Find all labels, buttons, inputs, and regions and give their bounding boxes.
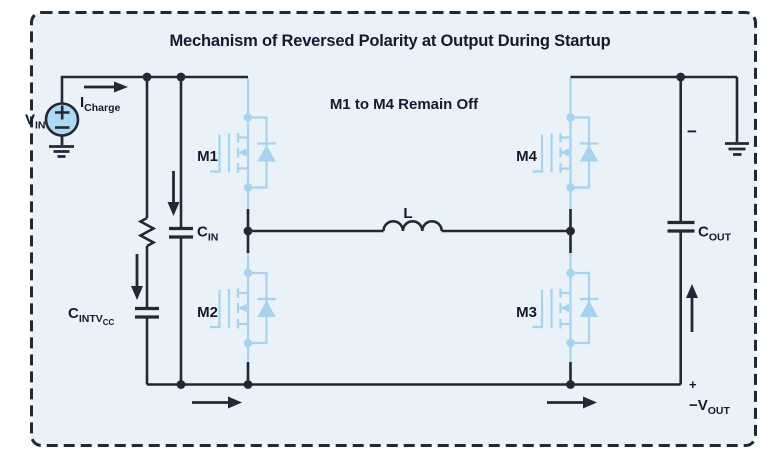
switch-node-left-dot (243, 226, 253, 236)
top-right-rail (570, 75, 739, 142)
icharge-label: ICharge (80, 94, 121, 114)
junction-dot (142, 72, 152, 82)
inductor-coil (382, 220, 443, 232)
vin-label: VIN (25, 112, 46, 132)
cout-branch (667, 77, 698, 385)
ground-icon-left (49, 135, 74, 158)
vin-source (44, 75, 248, 158)
cout-label: COUT (698, 224, 732, 244)
inductor-label: L (403, 205, 412, 222)
mosfet-m4-label: M4 (516, 148, 537, 165)
mosfet-m2-label: M2 (197, 304, 218, 321)
cin-capacitor (169, 226, 193, 239)
junction-dots (142, 72, 686, 389)
junction-dot (176, 380, 186, 389)
cout-capacitor (667, 220, 695, 233)
junction-dot (176, 72, 186, 82)
cin-label: CIN (197, 224, 218, 244)
junction-dot (566, 380, 575, 389)
panel-border (30, 11, 757, 447)
junction-dot (676, 72, 686, 82)
cin-current-arrowhead (167, 202, 180, 216)
cin-branch (167, 77, 193, 385)
top-left-rail (60, 75, 248, 104)
cintvcc-branch (131, 77, 159, 385)
icharge-arrow (84, 81, 128, 93)
bottom-right-current-arrow (547, 396, 597, 409)
ground-icon-right (725, 142, 749, 156)
bottom-left-current-arrow (192, 396, 242, 409)
cintvcc-label: CINTVCC (68, 305, 115, 327)
mosfet-m3-label: M3 (516, 304, 537, 321)
vout-label: −VOUT (689, 397, 731, 417)
plus-terminal (55, 105, 70, 120)
cout-current-arrowhead (686, 284, 698, 298)
mosfet-m1-label: M1 (197, 148, 218, 165)
switch-node-right-dot (566, 226, 575, 236)
cintvcc-current-arrowhead (131, 286, 143, 300)
output-top-rail (570, 75, 749, 156)
output-negative-marker: − (687, 122, 697, 141)
cintvcc-capacitor (135, 306, 159, 319)
resistor (137, 216, 157, 248)
diagram-subtitle: M1 to M4 Remain Off (330, 96, 479, 113)
diagram-title: Mechanism of Reversed Polarity at Output… (170, 32, 611, 50)
junction-dot (243, 380, 253, 389)
output-plus-marker: + (689, 377, 697, 392)
inductor (248, 220, 571, 233)
